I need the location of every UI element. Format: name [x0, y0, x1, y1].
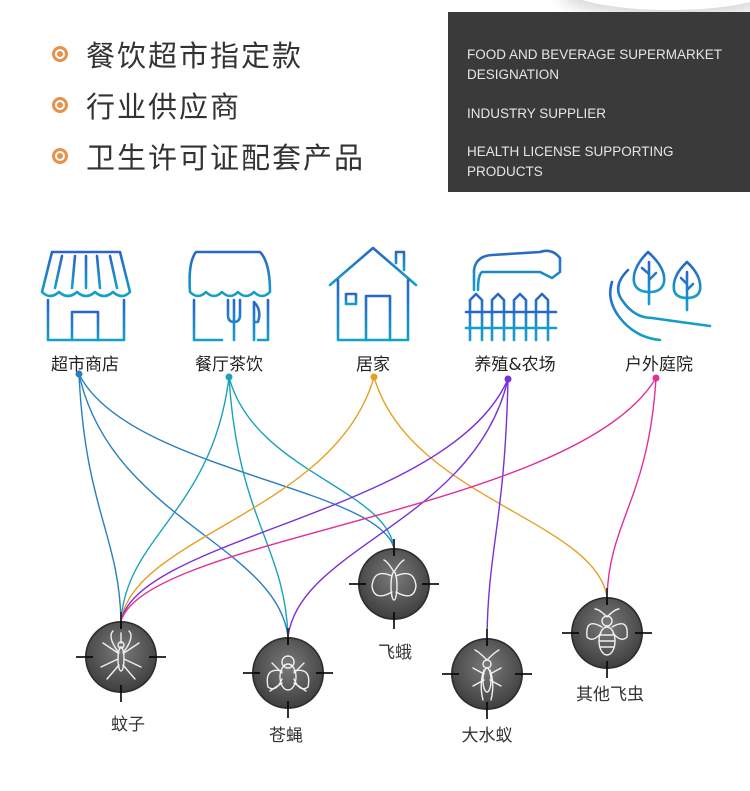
english-line: DESIGNATION — [467, 67, 560, 82]
category-connector-dot — [75, 370, 83, 378]
connection-line — [606, 377, 657, 598]
feature-item: 餐饮超市指定款 — [52, 28, 365, 79]
feature-text: 行业供应商 — [86, 89, 242, 124]
pest-label-mosquito: 蚊子 — [111, 715, 145, 735]
bullet-ring-icon — [52, 96, 68, 113]
pest-label-termite: 大水蚁 — [461, 726, 513, 746]
pest-label-wasp: 其他飞虫 — [576, 685, 644, 705]
english-line: HEALTH LICENSE SUPPORTING PRODUCTS — [467, 144, 674, 179]
category-label-restaurant: 餐厅茶饮 — [195, 355, 263, 375]
feature-item: 行业供应商 — [52, 79, 365, 130]
connection-line — [228, 376, 395, 549]
moth-icon — [349, 539, 439, 629]
wasp-icon — [562, 588, 652, 678]
feature-text: 餐饮超市指定款 — [86, 38, 304, 73]
english-line: FOOD AND BEVERAGE SUPERMARKET — [467, 47, 723, 62]
category-label-supermarket: 超市商店 — [51, 355, 119, 375]
supermarket-icon — [40, 250, 132, 342]
category-label-garden: 户外庭院 — [625, 355, 693, 375]
connection-line — [228, 376, 289, 638]
house-icon — [328, 246, 418, 342]
category-connector-dot — [504, 375, 512, 383]
english-line: INDUSTRY SUPPLIER — [467, 106, 607, 121]
feature-text: 卫生许可证配套产品 — [86, 140, 366, 175]
category-connector-dot — [652, 374, 660, 382]
category-connector-dot — [225, 373, 233, 381]
connection-line — [120, 377, 657, 622]
termite-icon — [442, 629, 532, 719]
bullet-ring-icon — [52, 45, 68, 62]
connection-line — [120, 378, 509, 622]
feature-item: 卫生许可证配套产品 — [52, 130, 365, 181]
connection-line — [78, 373, 395, 549]
feature-list: 餐饮超市指定款 行业供应商 卫生许可证配套产品 — [52, 28, 365, 181]
farm-icon — [464, 249, 562, 342]
connection-line — [78, 373, 289, 638]
english-description-box: FOOD AND BEVERAGE SUPERMARKET DESIGNATIO… — [448, 12, 750, 192]
bullet-ring-icon — [52, 147, 68, 164]
restaurant-icon — [188, 250, 272, 342]
mosquito-icon — [76, 612, 166, 702]
connection-line — [120, 376, 230, 622]
connection-line — [78, 373, 122, 622]
connection-line — [486, 378, 509, 639]
fly-icon — [243, 628, 333, 718]
pest-label-moth: 飞蛾 — [378, 643, 412, 663]
pest-label-fly: 苍蝇 — [269, 726, 303, 746]
category-label-farm: 养殖&农场 — [474, 355, 556, 375]
category-label-home: 居家 — [356, 355, 390, 375]
category-connector-dot — [370, 373, 378, 381]
garden-icon — [608, 250, 712, 342]
connection-line — [120, 376, 375, 622]
connection-line — [287, 378, 509, 638]
